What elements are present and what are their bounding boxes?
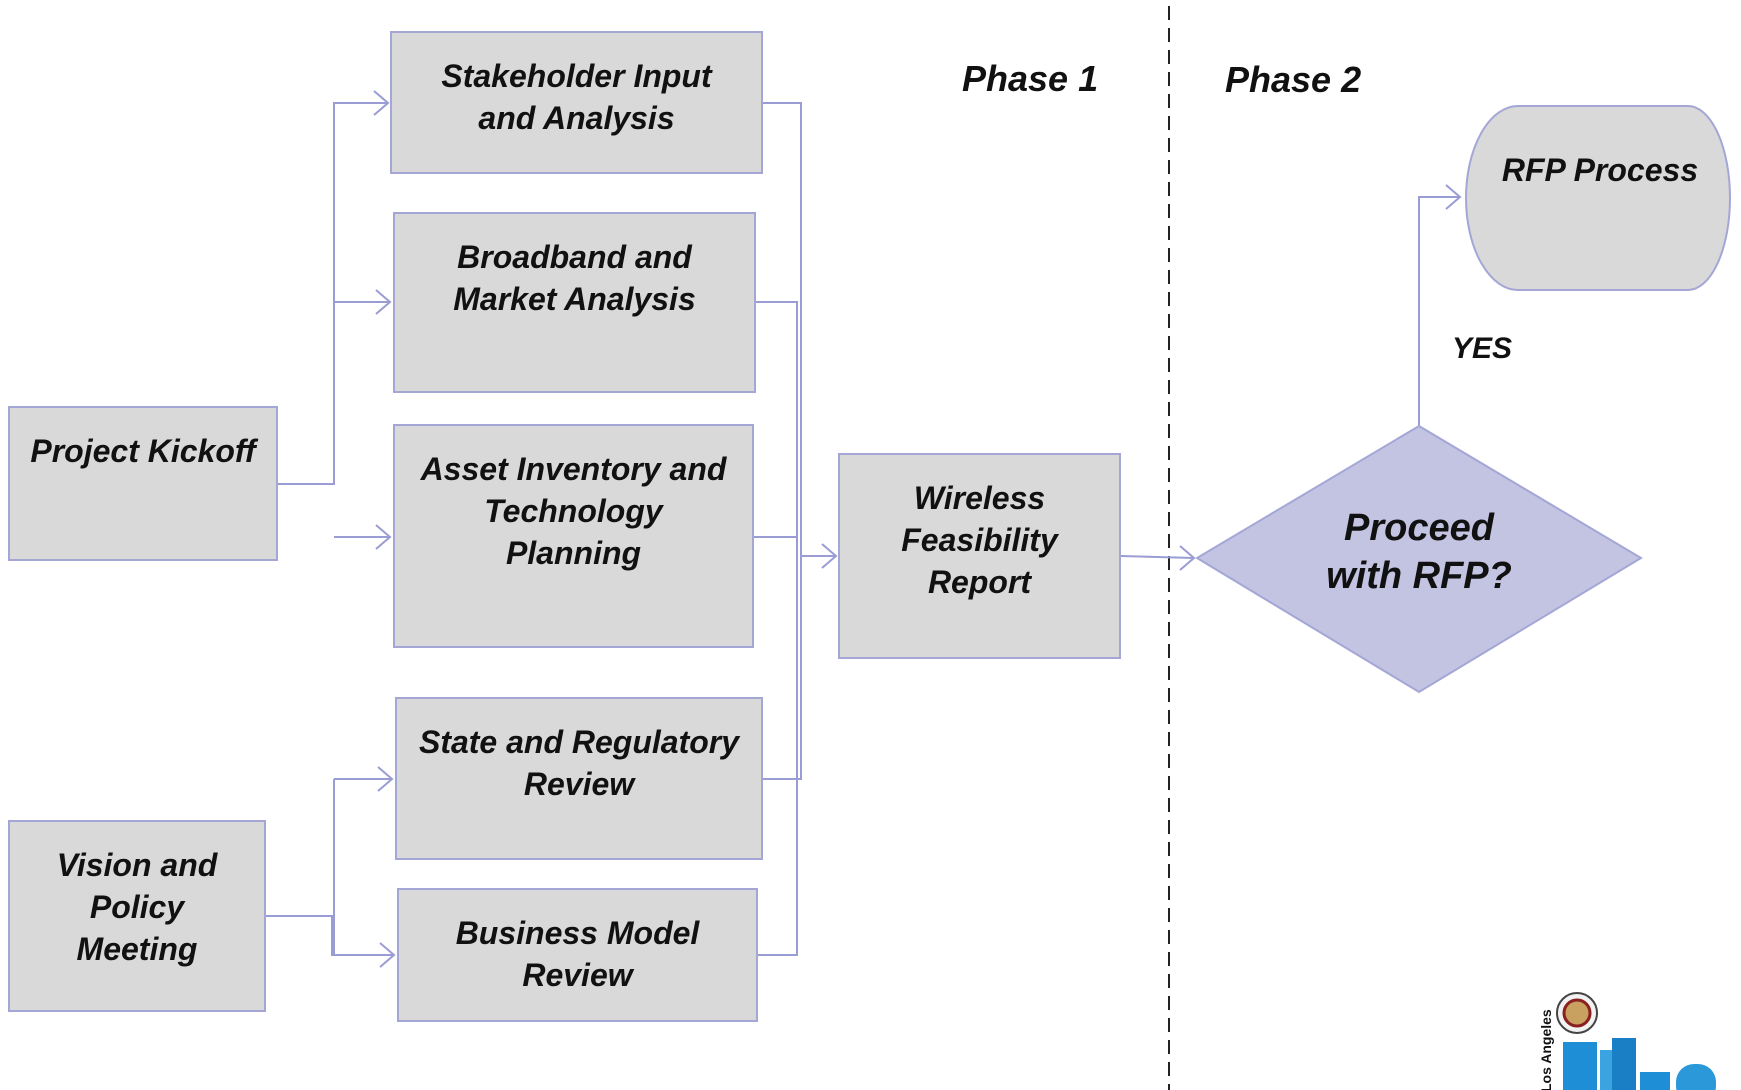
business-model-label: Business Model Review — [455, 915, 700, 993]
broadband-label: Broadband and Market Analysis — [453, 239, 696, 317]
decision-diamond — [1195, 424, 1643, 694]
connector-vision-business — [266, 915, 396, 968]
project-kickoff-label: Project Kickoff — [30, 433, 256, 469]
city-logo: Los Angeles — [1538, 992, 1716, 1090]
vision-policy-box: Vision and Policy Meeting — [8, 820, 266, 1012]
vision-policy-label: Vision and Policy Meeting — [56, 847, 218, 967]
phase-2-label: Phase 2 — [1225, 59, 1362, 100]
asset-inventory-box: Asset Inventory and Technology Planning — [393, 424, 754, 648]
state-regulatory-box: State and Regulatory Review — [395, 697, 763, 860]
logo-text: Los Angeles — [1538, 1009, 1554, 1090]
rfp-process-shape — [1465, 105, 1731, 291]
broadband-box: Broadband and Market Analysis — [393, 212, 756, 393]
stakeholder-label: Stakeholder Input and Analysis — [441, 58, 712, 136]
wireless-report-label: Wireless Feasibility Report — [901, 480, 1058, 600]
connectors-to-report — [754, 102, 838, 956]
asset-inventory-label: Asset Inventory and Technology Planning — [420, 451, 727, 571]
yes-edge-label: YES — [1452, 332, 1513, 365]
state-regulatory-label: State and Regulatory Review — [418, 724, 740, 802]
building-icon — [1563, 1042, 1597, 1090]
connector-decision-rfp — [1418, 184, 1462, 426]
rfp-process-label: RFP Process — [1501, 152, 1699, 188]
connector-report-decision — [1120, 545, 1196, 571]
business-model-box: Business Model Review — [397, 888, 758, 1022]
project-kickoff-box: Project Kickoff — [8, 406, 278, 561]
decision-label: Proceed with RFP? — [1326, 507, 1512, 597]
stakeholder-box: Stakeholder Input and Analysis — [390, 31, 763, 174]
wireless-report-box: Wireless Feasibility Report — [838, 453, 1121, 659]
connectors-kickoff — [278, 90, 394, 956]
phase-1-label: Phase 1 — [962, 58, 1099, 99]
